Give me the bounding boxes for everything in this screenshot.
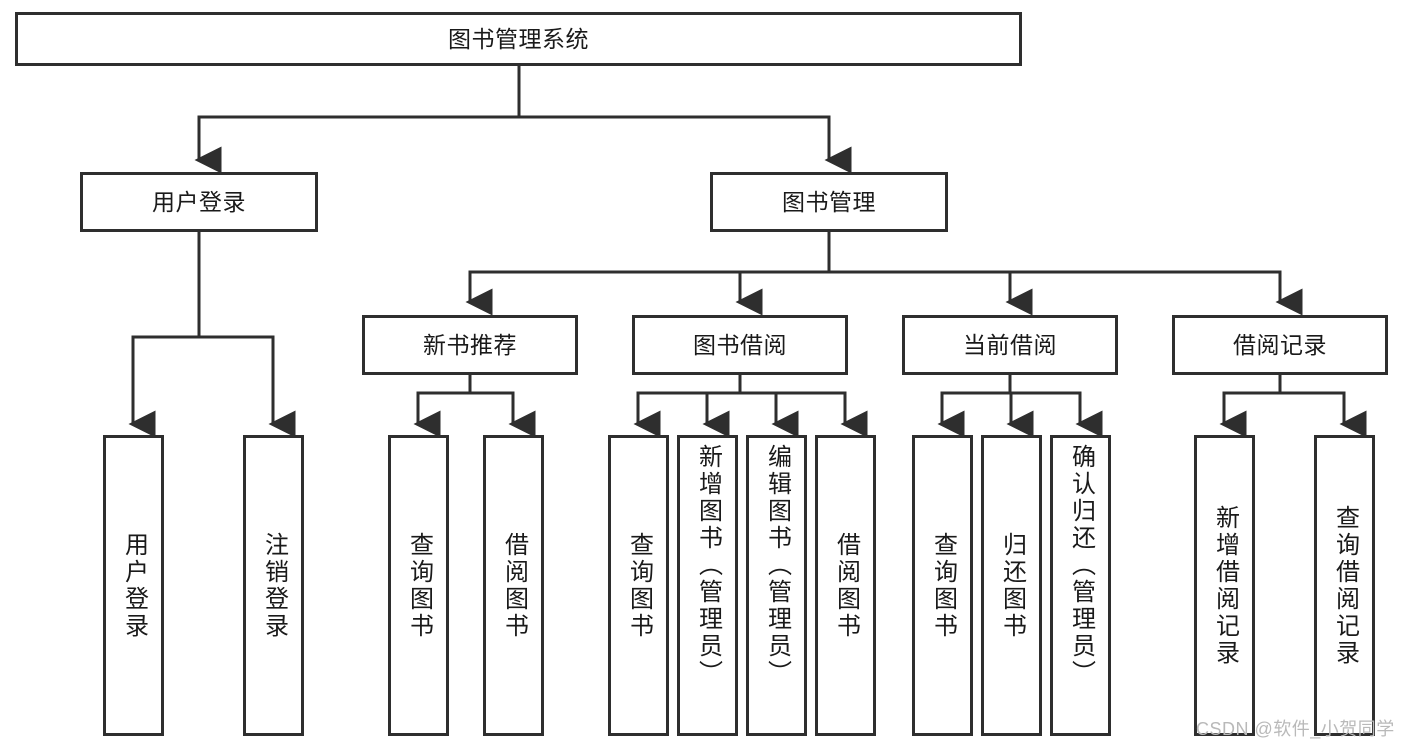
node-label: 注销登录: [260, 531, 288, 640]
leaf-book-borrow-query[interactable]: 查询图书: [608, 435, 669, 736]
leaf-current-borrow-return[interactable]: 归还图书: [981, 435, 1042, 736]
leaf-current-borrow-query[interactable]: 查询图书: [912, 435, 973, 736]
leaf-new-book-borrow[interactable]: 借阅图书: [483, 435, 544, 736]
node-label: 图书借阅: [693, 331, 787, 358]
node-label: 编辑图书（管理员）: [763, 444, 791, 687]
node-book-borrowing[interactable]: 图书借阅: [632, 315, 848, 375]
leaf-borrow-record-add[interactable]: 新增借阅记录: [1194, 435, 1255, 736]
node-label: 借阅图书: [500, 531, 528, 640]
node-label: 查询借阅记录: [1331, 504, 1359, 667]
leaf-book-borrow-borrow[interactable]: 借阅图书: [815, 435, 876, 736]
node-label: 确认归还（管理员）: [1067, 444, 1095, 687]
leaf-user-login-signout[interactable]: 注销登录: [243, 435, 304, 736]
node-label: 新书推荐: [423, 331, 517, 358]
leaf-book-borrow-edit-admin[interactable]: 编辑图书（管理员）: [746, 435, 807, 736]
node-label: 用户登录: [152, 188, 246, 215]
node-root-book-management-system[interactable]: 图书管理系统: [15, 12, 1022, 66]
node-borrow-records[interactable]: 借阅记录: [1172, 315, 1388, 375]
node-label: 用户登录: [120, 531, 148, 640]
node-label: 归还图书: [998, 531, 1026, 640]
leaf-book-borrow-add-admin[interactable]: 新增图书（管理员）: [677, 435, 738, 736]
leaf-borrow-record-query[interactable]: 查询借阅记录: [1314, 435, 1375, 736]
leaf-new-book-query[interactable]: 查询图书: [388, 435, 449, 736]
node-label: 查询图书: [929, 531, 957, 640]
node-label: 图书管理: [782, 188, 876, 215]
node-label: 查询图书: [405, 531, 433, 640]
node-label: 借阅图书: [832, 531, 860, 640]
node-label: 查询图书: [625, 531, 653, 640]
node-user-login[interactable]: 用户登录: [80, 172, 318, 232]
node-label: 新增借阅记录: [1211, 504, 1239, 667]
node-label: 当前借阅: [963, 331, 1057, 358]
node-label: 借阅记录: [1233, 331, 1327, 358]
leaf-user-login-signin[interactable]: 用户登录: [103, 435, 164, 736]
node-current-borrowing[interactable]: 当前借阅: [902, 315, 1118, 375]
node-label: 图书管理系统: [448, 25, 589, 52]
node-book-management[interactable]: 图书管理: [710, 172, 948, 232]
leaf-current-borrow-confirm-admin[interactable]: 确认归还（管理员）: [1050, 435, 1111, 736]
node-new-book-recommendation[interactable]: 新书推荐: [362, 315, 578, 375]
node-label: 新增图书（管理员）: [694, 444, 722, 687]
